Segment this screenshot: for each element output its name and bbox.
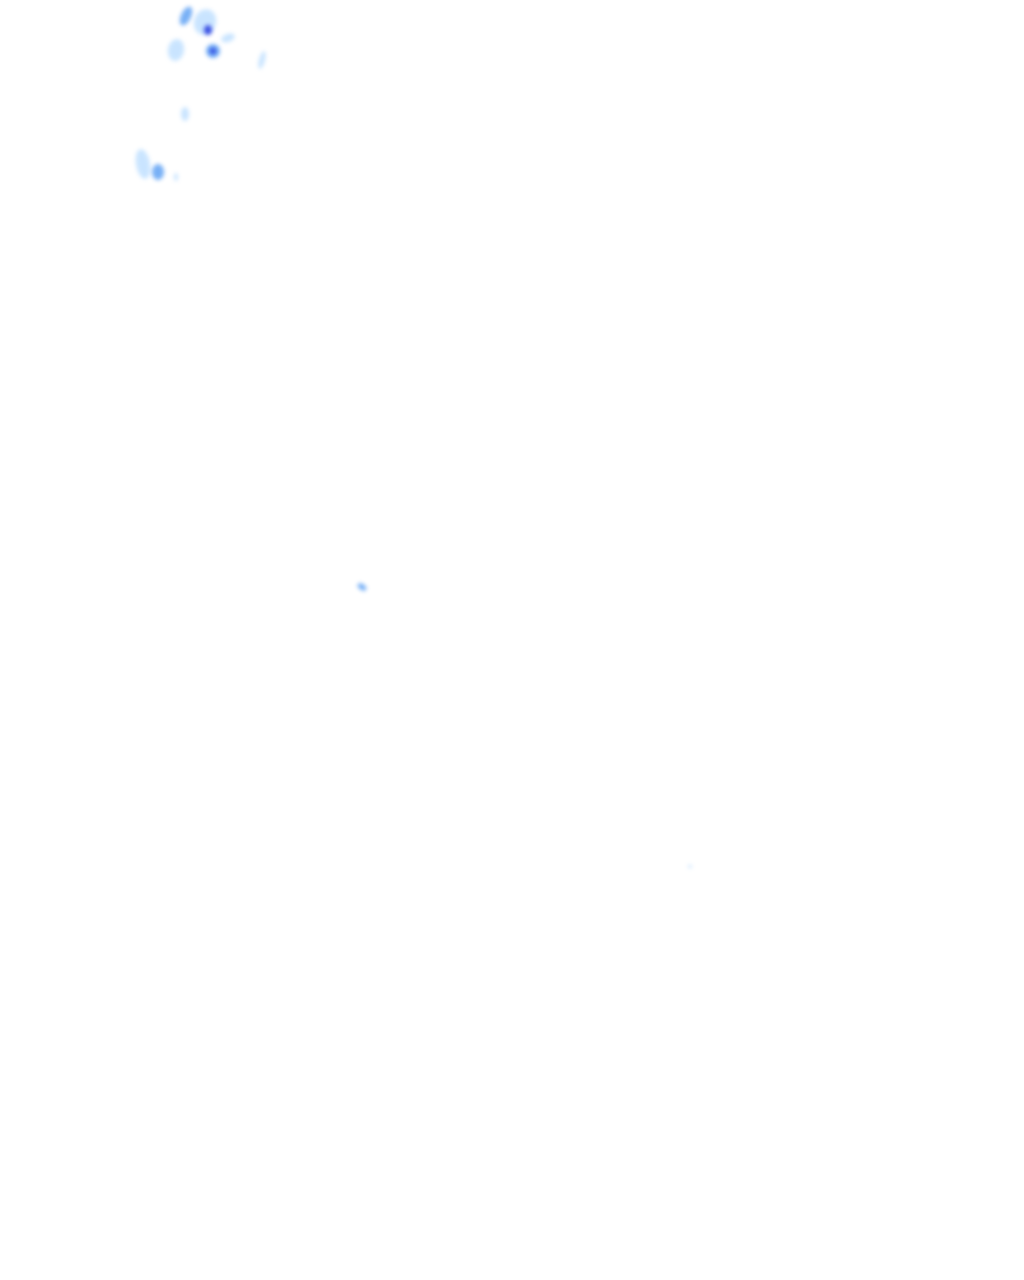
precip-cell-light <box>133 148 153 180</box>
precip-cell-medium <box>356 581 368 593</box>
precip-cell-light <box>220 31 236 45</box>
precip-cell-medium <box>177 4 195 28</box>
precip-cell-light <box>256 50 268 70</box>
precip-cell-heavy <box>204 25 212 35</box>
precip-cell-heavy <box>210 48 216 54</box>
precip-cell-light <box>166 37 186 63</box>
precip-cell-light <box>174 173 178 181</box>
precip-cell-medium <box>152 164 164 180</box>
precip-cell-light <box>181 107 189 121</box>
precip-cell-light <box>688 864 692 868</box>
